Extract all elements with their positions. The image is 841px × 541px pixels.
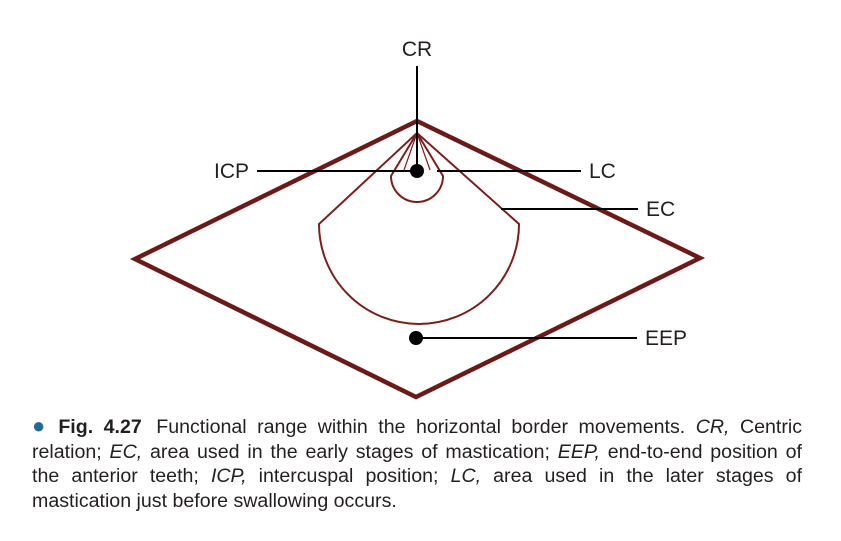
def-cr: Centric relation; xyxy=(32,416,803,463)
lc-label: LC xyxy=(589,160,616,183)
border-path-line xyxy=(403,132,418,171)
abbr-icp: ICP, xyxy=(210,465,247,487)
def-lc: area used in the later stages of mastica… xyxy=(32,465,803,512)
ec-label: EC xyxy=(646,198,675,221)
lc-area xyxy=(389,131,445,203)
def-eep: end-to-end position of the anterior teet… xyxy=(32,440,802,488)
cr-label: CR xyxy=(402,38,432,61)
ec-area xyxy=(317,131,521,325)
eep-point xyxy=(409,331,423,345)
eep-label: EEP xyxy=(645,327,687,350)
border-movement-diagram: CR ICP LC EC EEP xyxy=(129,38,706,400)
figure-caption: ● Fig. 4.27 Functional range within the h… xyxy=(32,413,803,513)
figure-number: Fig. 4.27 xyxy=(58,416,142,438)
caption-title: Functional range within the horizontal b… xyxy=(156,416,686,438)
border-path-line xyxy=(416,132,431,171)
icp-point xyxy=(410,164,424,178)
abbr-cr: CR, xyxy=(695,416,730,438)
bullet-icon: ● xyxy=(32,413,51,438)
border-envelope xyxy=(129,118,706,400)
def-icp: intercuspal position; xyxy=(258,465,439,487)
icp-label: ICP xyxy=(214,160,249,183)
abbr-lc: LC, xyxy=(450,465,482,487)
abbr-ec: EC, xyxy=(109,440,143,463)
abbr-eep: EEP, xyxy=(557,440,600,463)
def-ec: area used in the early stages of mastica… xyxy=(150,440,550,463)
